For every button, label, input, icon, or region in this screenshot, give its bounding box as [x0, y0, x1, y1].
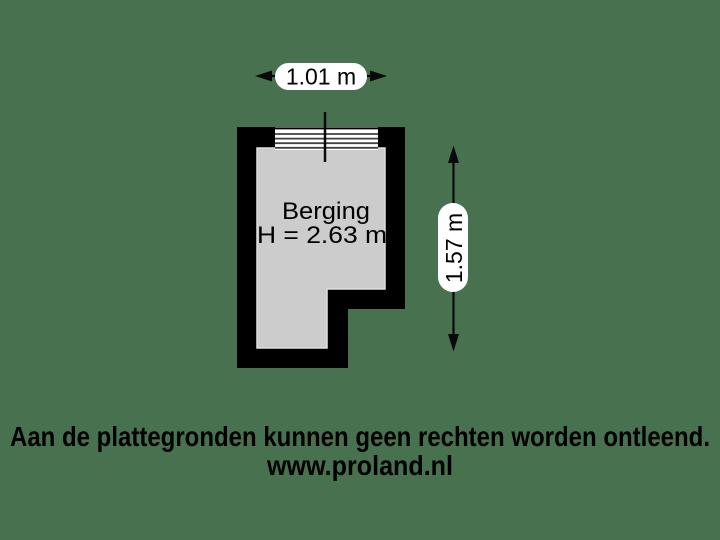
dimension-pill: [275, 63, 367, 90]
arrow-up-icon: [448, 145, 459, 163]
footer-website: www.proland.nl: [266, 450, 453, 481]
arrow-left-icon: [255, 70, 272, 82]
footer-disclaimer: Aan de plattegronden kunnen geen rechten…: [10, 421, 710, 452]
room-name-label: Berging: [282, 198, 370, 225]
height-dimension: 1.57 m: [438, 145, 468, 352]
arrow-right-icon: [370, 70, 387, 82]
width-dimension: 1.01 m: [255, 63, 387, 90]
window: [275, 127, 378, 150]
room-height-label: H = 2.63 m: [257, 222, 387, 249]
arrow-down-icon: [448, 334, 459, 352]
width-dimension-label: 1.01 m: [286, 64, 356, 90]
storage-room-plan: Berging H = 2.63 m: [237, 112, 405, 368]
room-floor: [256, 147, 386, 349]
dimension-pill: [438, 203, 468, 292]
footer: Aan de plattegronden kunnen geen rechten…: [10, 421, 710, 481]
height-dimension-label: 1.57 m: [441, 213, 467, 283]
